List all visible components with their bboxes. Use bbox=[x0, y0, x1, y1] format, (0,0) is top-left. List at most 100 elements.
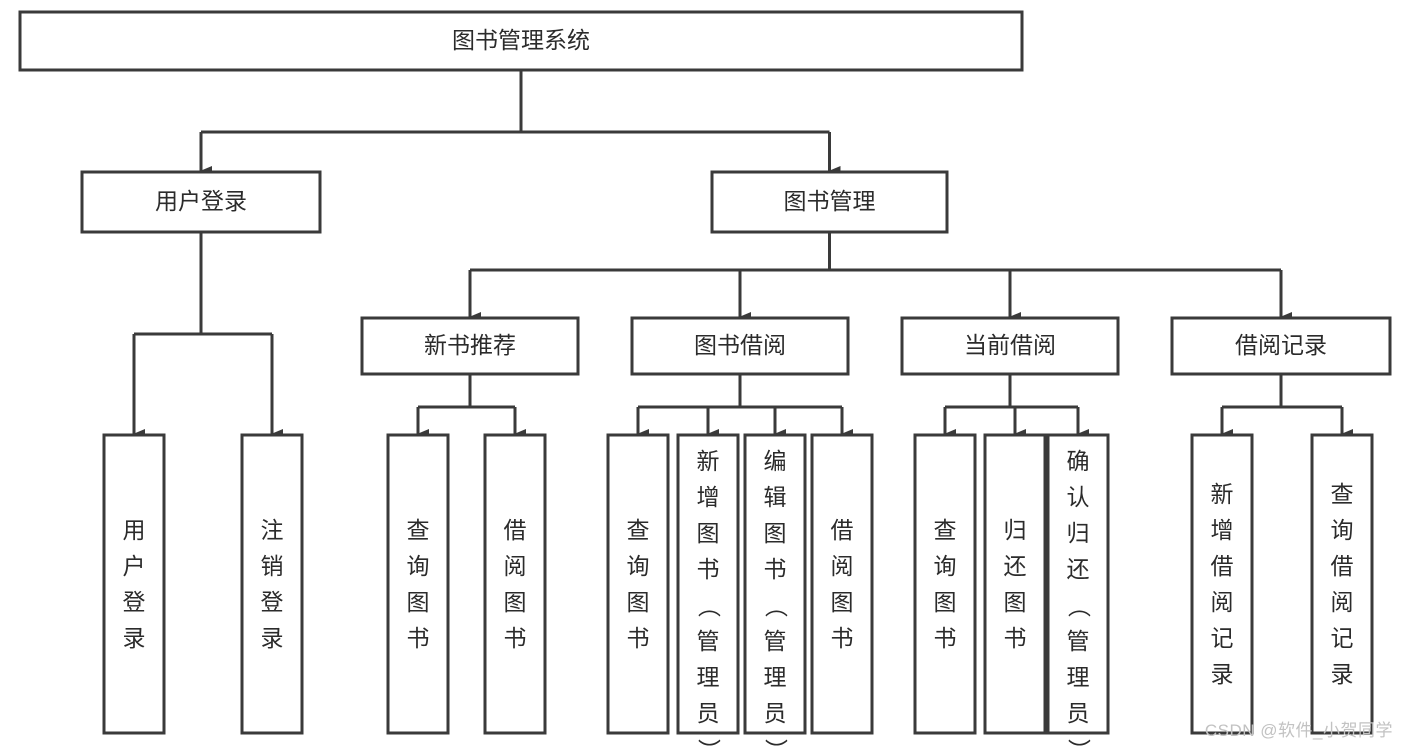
node-box[interactable] bbox=[1190, 433, 1254, 735]
node-box[interactable] bbox=[676, 433, 740, 735]
node-label-char: 询 bbox=[934, 553, 957, 579]
node-label-char: 图 bbox=[934, 589, 957, 615]
node-label-char: 新 bbox=[697, 448, 720, 474]
node-label-char: 书 bbox=[407, 625, 430, 651]
node-box[interactable] bbox=[630, 316, 850, 376]
node-label-char: 认 bbox=[1067, 484, 1090, 510]
node-label-char: 录 bbox=[123, 625, 146, 651]
watermark: CSDN @软件_小贺同学 bbox=[1204, 721, 1393, 740]
node-label-char: 询 bbox=[407, 553, 430, 579]
node-label-char: 销 bbox=[261, 553, 284, 579]
edge-group-l2c bbox=[943, 374, 1089, 439]
node-label-char: 管 bbox=[764, 628, 787, 654]
node-box[interactable] bbox=[18, 10, 1024, 72]
node-box[interactable] bbox=[913, 433, 977, 735]
node-label-char: 注 bbox=[261, 517, 284, 543]
node-label: 图书管理 bbox=[784, 188, 876, 214]
node-label-char: 阅 bbox=[831, 553, 854, 579]
node-l2d[interactable]: 借阅记录 bbox=[1170, 316, 1392, 376]
node-label-char: 借 bbox=[1331, 553, 1354, 579]
node-label-char: 图 bbox=[627, 589, 650, 615]
node-root[interactable]: 图书管理系统 bbox=[18, 10, 1024, 72]
node-label-char: ） bbox=[763, 739, 789, 747]
node-box[interactable] bbox=[710, 170, 949, 234]
node-label-char: 阅 bbox=[1211, 589, 1234, 615]
node-box[interactable] bbox=[102, 433, 166, 735]
node-label-char: 增 bbox=[1211, 517, 1234, 543]
node-label-char: 员 bbox=[697, 700, 720, 726]
edge-group-l1a bbox=[132, 232, 283, 439]
node-label-char: 管 bbox=[1067, 628, 1090, 654]
node-l2c[interactable]: 当前借阅 bbox=[900, 316, 1120, 376]
node-label-char: 书 bbox=[831, 625, 854, 651]
node-box[interactable] bbox=[240, 433, 304, 735]
node-label-char: 归 bbox=[1067, 520, 1090, 546]
node-label: 新书推荐 bbox=[424, 332, 516, 358]
node-box[interactable] bbox=[1310, 433, 1374, 735]
node-box[interactable] bbox=[1046, 433, 1110, 735]
node-label-char: 图 bbox=[504, 589, 527, 615]
node-box[interactable] bbox=[743, 433, 807, 735]
node-box[interactable] bbox=[483, 433, 547, 735]
node-f1[interactable]: 用户登录 bbox=[102, 433, 166, 735]
node-label-char: 新 bbox=[1211, 481, 1234, 507]
node-label-char: 录 bbox=[1211, 661, 1234, 687]
node-label-char: 借 bbox=[831, 517, 854, 543]
node-label-char: 记 bbox=[1331, 625, 1354, 651]
node-label: 图书管理系统 bbox=[452, 27, 590, 53]
node-label-char: 书 bbox=[697, 556, 720, 582]
node-label-char: 借 bbox=[1211, 553, 1234, 579]
node-box[interactable] bbox=[80, 170, 322, 234]
node-label-char: 归 bbox=[1004, 517, 1027, 543]
node-label-char: 登 bbox=[123, 589, 146, 615]
node-label-char: （ bbox=[763, 595, 789, 618]
node-label-char: 查 bbox=[934, 517, 957, 543]
node-label-char: 理 bbox=[764, 664, 787, 690]
node-label-char: 书 bbox=[764, 556, 787, 582]
node-label-char: 员 bbox=[764, 700, 787, 726]
node-box[interactable] bbox=[606, 433, 670, 735]
node-box[interactable] bbox=[900, 316, 1120, 376]
node-label-char: 图 bbox=[831, 589, 854, 615]
node-label-char: 还 bbox=[1067, 556, 1090, 582]
node-label-char: 图 bbox=[697, 520, 720, 546]
node-label-char: （ bbox=[696, 595, 722, 618]
node-box[interactable] bbox=[386, 433, 450, 735]
edge-group-root bbox=[199, 70, 841, 176]
node-l2a[interactable]: 新书推荐 bbox=[360, 316, 580, 376]
node-label-char: 理 bbox=[697, 664, 720, 690]
node-label-char: 图 bbox=[764, 520, 787, 546]
node-label-char: 书 bbox=[1004, 625, 1027, 651]
node-label-char: 阅 bbox=[1331, 589, 1354, 615]
node-box[interactable] bbox=[1170, 316, 1392, 376]
node-label-char: 阅 bbox=[504, 553, 527, 579]
node-label: 当前借阅 bbox=[964, 332, 1056, 358]
node-l1a[interactable]: 用户登录 bbox=[80, 170, 322, 234]
node-label-char: 借 bbox=[504, 517, 527, 543]
node-label-char: 增 bbox=[697, 484, 720, 510]
node-box[interactable] bbox=[810, 433, 874, 735]
node-l1b[interactable]: 图书管理 bbox=[710, 170, 949, 234]
node-label-char: 还 bbox=[1004, 553, 1027, 579]
node-box[interactable] bbox=[983, 433, 1047, 735]
node-label-char: 书 bbox=[934, 625, 957, 651]
node-l2b[interactable]: 图书借阅 bbox=[630, 316, 850, 376]
node-label-char: 查 bbox=[1331, 481, 1354, 507]
node-label-char: 查 bbox=[627, 517, 650, 543]
node-label-char: 确 bbox=[1067, 448, 1090, 474]
node-box[interactable] bbox=[360, 316, 580, 376]
node-label-char: 图 bbox=[1004, 589, 1027, 615]
